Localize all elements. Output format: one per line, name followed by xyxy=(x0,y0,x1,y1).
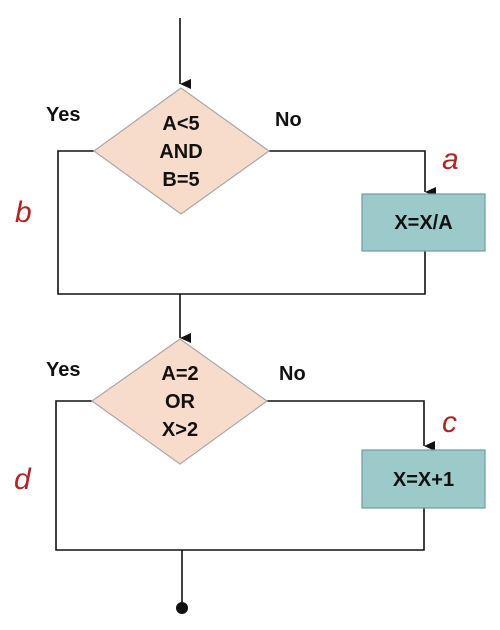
decision2-line-1: A=2 xyxy=(161,363,198,385)
path-b-line xyxy=(57,150,180,295)
process2-box xyxy=(361,449,486,509)
decision2-line-2: OR xyxy=(165,391,196,413)
path-label-b: b xyxy=(15,196,32,229)
decision2-diamond xyxy=(90,338,269,465)
path-d-line xyxy=(55,400,182,551)
decision2-yes-label: Yes xyxy=(46,359,80,381)
decision2-no-label: No xyxy=(279,363,306,385)
path-c-line xyxy=(267,400,435,451)
process1-box xyxy=(361,193,486,252)
path-label-c: c xyxy=(442,406,457,439)
path-a-line xyxy=(269,150,436,197)
path-label-d: d xyxy=(14,463,32,496)
decision1-line-2: AND xyxy=(159,141,202,163)
process2-return-line xyxy=(182,508,425,551)
decision1-diamond xyxy=(92,87,271,215)
process2-label: X=X+1 xyxy=(393,469,454,491)
process1-label: X=X/A xyxy=(394,212,452,234)
decision1-line-3: B=5 xyxy=(162,169,199,191)
decision1-line-1: A<5 xyxy=(162,113,199,135)
decision1-yes-label: Yes xyxy=(46,104,80,126)
decision1-no-label: No xyxy=(275,109,302,131)
process1: X=X/A xyxy=(361,193,486,252)
decision1: A<5 AND B=5 xyxy=(92,87,271,215)
end-terminal xyxy=(176,602,188,614)
process2: X=X+1 xyxy=(361,449,486,509)
connectors xyxy=(55,18,436,602)
process1-return-line xyxy=(180,251,426,295)
decision2-line-3: X>2 xyxy=(162,419,198,441)
decision2: A=2 OR X>2 xyxy=(90,338,269,465)
path-label-a: a xyxy=(442,143,459,176)
